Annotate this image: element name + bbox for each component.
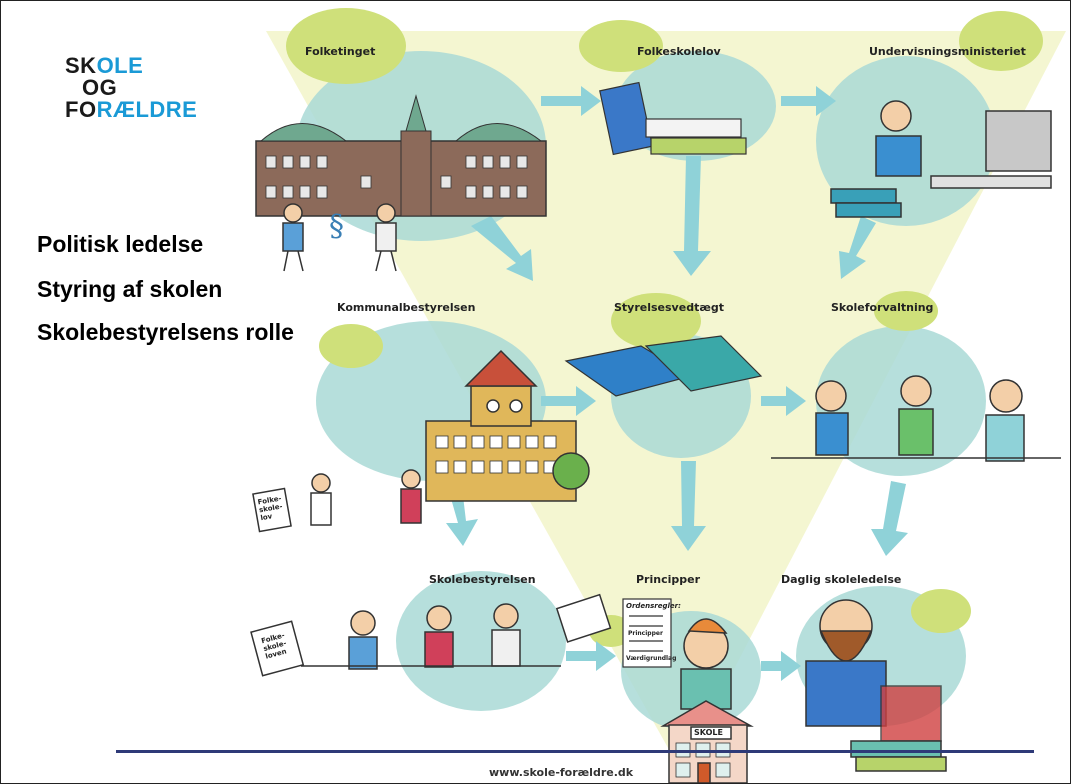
accent-undervisning xyxy=(959,11,1043,71)
arrow-lov-to-styrelse xyxy=(673,156,711,276)
school-house-illustration xyxy=(660,618,754,783)
accent-folkeskolelov xyxy=(579,20,663,72)
arrow-skolebestyrelse-to-principper xyxy=(566,641,616,671)
handshake-illustration xyxy=(252,469,422,533)
arrow-folketinget-to-lov xyxy=(541,86,601,116)
arrow-ministeriet-to-forvaltning xyxy=(839,216,876,279)
town-hall-illustration xyxy=(425,349,590,502)
logo-text: OG xyxy=(82,75,118,100)
logo-text: OLE xyxy=(96,53,144,78)
arrow-folketinget-to-kommunal xyxy=(471,216,533,281)
label-kommunalbestyrelsen: Kommunalbestyrelsen xyxy=(337,301,476,314)
label-folkeskolelov: Folkeskolelov xyxy=(637,45,721,58)
logo-text: FO xyxy=(65,97,97,122)
logo-text: RÆLDRE xyxy=(96,97,198,122)
accent-kommunal xyxy=(319,324,383,368)
law-books-illustration xyxy=(599,81,747,156)
arrow-lov-to-ministeriet xyxy=(781,86,836,116)
accent-styrelse xyxy=(611,293,701,349)
accent-forvaltning xyxy=(874,291,938,331)
arrow-forvaltning-to-daglig xyxy=(871,481,908,556)
svg-text:§: § xyxy=(329,209,344,244)
arrow-styrelse-to-principper xyxy=(671,461,706,551)
label-undervisningsministeriet: Undervisningsministeriet xyxy=(869,45,1026,58)
label-folketinget: Folketinget xyxy=(305,45,376,58)
skole-og-foraeldre-logo: SKOLE OG FORÆLDRE xyxy=(65,55,197,121)
label-daglig-skoleledelse: Daglig skoleledelse xyxy=(781,573,902,586)
topic-list: Politisk ledelse Styring af skolen Skole… xyxy=(37,231,327,365)
flow-arrows xyxy=(446,86,908,681)
arrow-principper-to-daglig xyxy=(761,651,801,681)
vaerdigrundlag-text: Værdigrundlag xyxy=(626,655,677,662)
logo-text: SK xyxy=(65,53,97,78)
ordensregler-text: Ordensregler: xyxy=(626,602,681,610)
topic-item: Skolebestyrelsens rolle xyxy=(37,319,294,345)
administration-staff-illustration xyxy=(771,375,1061,462)
ministry-official-illustration xyxy=(830,100,1052,218)
footer-divider xyxy=(116,750,1034,753)
accent-folketinget xyxy=(286,8,406,84)
accent-daglig xyxy=(911,589,971,633)
principles-document-illustration xyxy=(622,598,672,668)
arrow-styrelse-to-forvaltning xyxy=(761,386,806,416)
statute-booklets-illustration xyxy=(564,335,763,397)
politicians-illustration: § xyxy=(282,203,397,272)
principper-doc-text: Principper xyxy=(628,630,663,637)
label-principper: Principper xyxy=(636,573,701,586)
topic-item: Styring af skolen xyxy=(37,276,223,302)
bubble-skolebestyrelse xyxy=(396,571,566,711)
school-leader-illustration xyxy=(805,599,947,772)
topic-item: Politisk ledelse xyxy=(37,231,204,257)
school-sign-text: SKOLE xyxy=(694,728,723,737)
school-board-illustration xyxy=(250,593,612,677)
label-skolebestyrelsen: Skolebestyrelsen xyxy=(429,573,536,586)
footer-url: www.skole-forældre.dk xyxy=(489,766,634,779)
label-skoleforvaltning: Skoleforvaltning xyxy=(831,301,934,314)
parliament-building-illustration xyxy=(255,94,547,217)
label-styrelsesvedtaegt: Styrelsesvedtægt xyxy=(614,301,724,314)
folkeskolelov-paper-text: Folke-skole-lov xyxy=(257,494,284,523)
bubble-forvaltning xyxy=(816,326,986,476)
arrow-kommunal-to-styrelse xyxy=(541,386,596,416)
